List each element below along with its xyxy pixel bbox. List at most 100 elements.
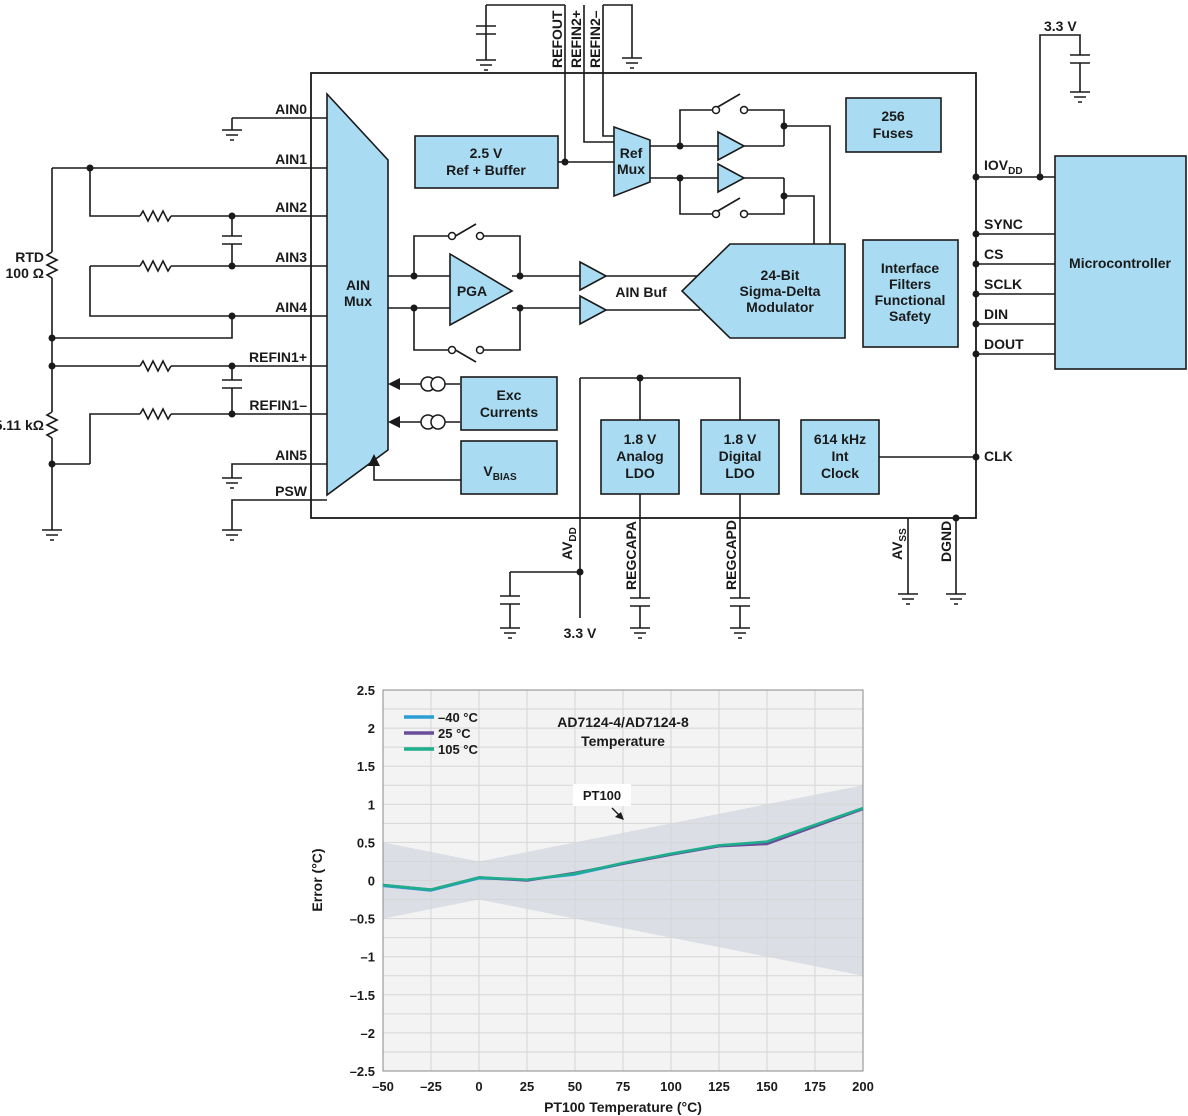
y-tick-label-4: 0.5 [357, 835, 375, 850]
pin-psw: PSW [275, 483, 308, 499]
pin-sync: SYNC [984, 216, 1023, 232]
clock-label-2: Int [831, 448, 848, 464]
int-clock-block [800, 419, 880, 495]
fuses-label-2: Fuses [873, 125, 914, 141]
pin-avdd: AVDD [559, 527, 579, 560]
pin-refin1-minus: REFIN1– [249, 397, 307, 413]
fuses-label-1: 256 [881, 108, 905, 124]
pin-iovdd: IOVDD [984, 157, 1023, 177]
x-tick-label-3: 25 [520, 1079, 534, 1094]
annotation-pt100: PT100 [583, 788, 621, 803]
rtd-label: RTD [15, 249, 44, 265]
fuses-block [845, 97, 942, 153]
plot-frame [382, 689, 864, 1072]
modulator-label-1: 24-Bit [761, 267, 800, 283]
ain-buffer-top [579, 260, 608, 292]
exc-label-1: Exc [497, 387, 522, 403]
resistor-symbol [139, 209, 172, 223]
digital-ldo-label-2: Digital [719, 448, 762, 464]
reference-resistor [45, 411, 59, 439]
digital-ldo-label-1: 1.8 V [724, 431, 757, 447]
analog-ldo-label-1: 1.8 V [624, 431, 657, 447]
x-tick-label-7: 125 [708, 1079, 730, 1094]
pin-ain0: AIN0 [275, 101, 307, 117]
modulator-label-3: Modulator [746, 299, 814, 315]
vbias-block [460, 440, 558, 495]
right-pin-wires [972, 34, 1090, 358]
ground-symbol [42, 529, 62, 541]
ain-buffer-bottom [579, 294, 608, 326]
ground-symbol [222, 477, 242, 489]
clock-label-1: 614 kHz [814, 431, 866, 447]
analog-ldo-label-3: LDO [625, 465, 655, 481]
interface-block [862, 239, 959, 348]
series-line-2 [382, 806, 864, 891]
x-tick-label-0: –50 [372, 1079, 394, 1094]
ain-buf-label: AIN Buf [615, 284, 667, 300]
pin-ain4: AIN4 [275, 299, 307, 315]
x-tick-label-8: 150 [756, 1079, 778, 1094]
interface-label-2: Filters [889, 276, 931, 292]
resistor-symbol [139, 359, 172, 373]
pin-ain1: AIN1 [275, 151, 307, 167]
ref-mux-label-1: Ref [620, 145, 643, 161]
sigma-delta-modulator-block [680, 243, 846, 339]
excitation-currents: Exc Currents [388, 376, 558, 431]
x-tick-label-1: –25 [420, 1079, 442, 1094]
annotation-box [573, 784, 631, 806]
pin-ain5: AIN5 [275, 447, 307, 463]
pin-regcapd: REGCAPD [723, 520, 739, 590]
resistor-symbol [139, 407, 172, 421]
reference-section: 2.5 V Ref + Buffer Ref Mux [414, 4, 831, 244]
chart-title-2: Temperature [581, 733, 665, 749]
rref-label: 5.11 kΩ [0, 417, 44, 433]
resistor-symbol [139, 259, 172, 273]
y-axis-ticks: 2.521.510.50–0.5–1–1.5–2–2.5 [350, 683, 375, 1079]
left-pin-labels: AIN0 AIN1 AIN2 AIN3 AIN4 REFIN1+ REFIN1–… [0, 101, 308, 499]
ain-mux-block [326, 91, 389, 497]
block-diagram: AIN0 AIN1 AIN2 AIN3 AIN4 REFIN1+ REFIN1–… [0, 4, 1187, 641]
microcontroller-block [1054, 155, 1187, 370]
pin-ain2: AIN2 [275, 199, 307, 215]
ref-mux-label-2: Mux [617, 161, 645, 177]
ain-mux-label-1: AIN [346, 277, 370, 293]
x-tick-label-6: 100 [660, 1079, 682, 1094]
ground-symbol [222, 129, 242, 141]
capacitor-symbol [222, 216, 242, 266]
ref-buffer-bottom [717, 162, 746, 194]
x-tick-label-10: 200 [852, 1079, 874, 1094]
analog-ldo-label-2: Analog [616, 448, 663, 464]
ref-buffer-label-2: Ref + Buffer [446, 162, 526, 178]
chart-title-1: AD7124-4/AD7124-8 [557, 714, 689, 730]
digital-ldo-block [700, 419, 780, 495]
pin-refin2-minus: REFIN2– [587, 10, 603, 68]
pin-cs: CS [984, 246, 1003, 262]
pin-refout: REFOUT [549, 10, 565, 68]
pin-sclk: SCLK [984, 276, 1022, 292]
pga-amplifier [449, 252, 514, 327]
interface-label-1: Interface [881, 260, 940, 276]
y-tick-label-0: 2.5 [357, 683, 375, 698]
modulator-label-2: Sigma-Delta [740, 283, 821, 299]
pin-avss: AVSS [889, 528, 909, 560]
x-tick-label-9: 175 [804, 1079, 826, 1094]
annotation-arrowhead [615, 812, 624, 820]
y-tick-label-1: 2 [368, 721, 375, 736]
supply-bottom-label: 3.3 V [564, 625, 597, 641]
ref-buffer-block [414, 135, 559, 189]
pga-label: PGA [457, 283, 487, 299]
bottom-pin-wires [500, 494, 966, 639]
y-tick-label-3: 1 [368, 797, 375, 812]
exc-label-2: Currents [480, 404, 539, 420]
supply-top-label: 3.3 V [1044, 18, 1077, 34]
interface-label-3: Functional [875, 292, 946, 308]
pin-din: DIN [984, 306, 1008, 322]
y-tick-label-9: –2 [361, 1026, 375, 1041]
y-tick-label-6: –0.5 [350, 912, 375, 927]
y-tick-label-2: 1.5 [357, 759, 375, 774]
x-tick-label-2: 0 [475, 1079, 482, 1094]
rtd-resistor [45, 251, 59, 279]
pin-clk: CLK [984, 448, 1013, 464]
